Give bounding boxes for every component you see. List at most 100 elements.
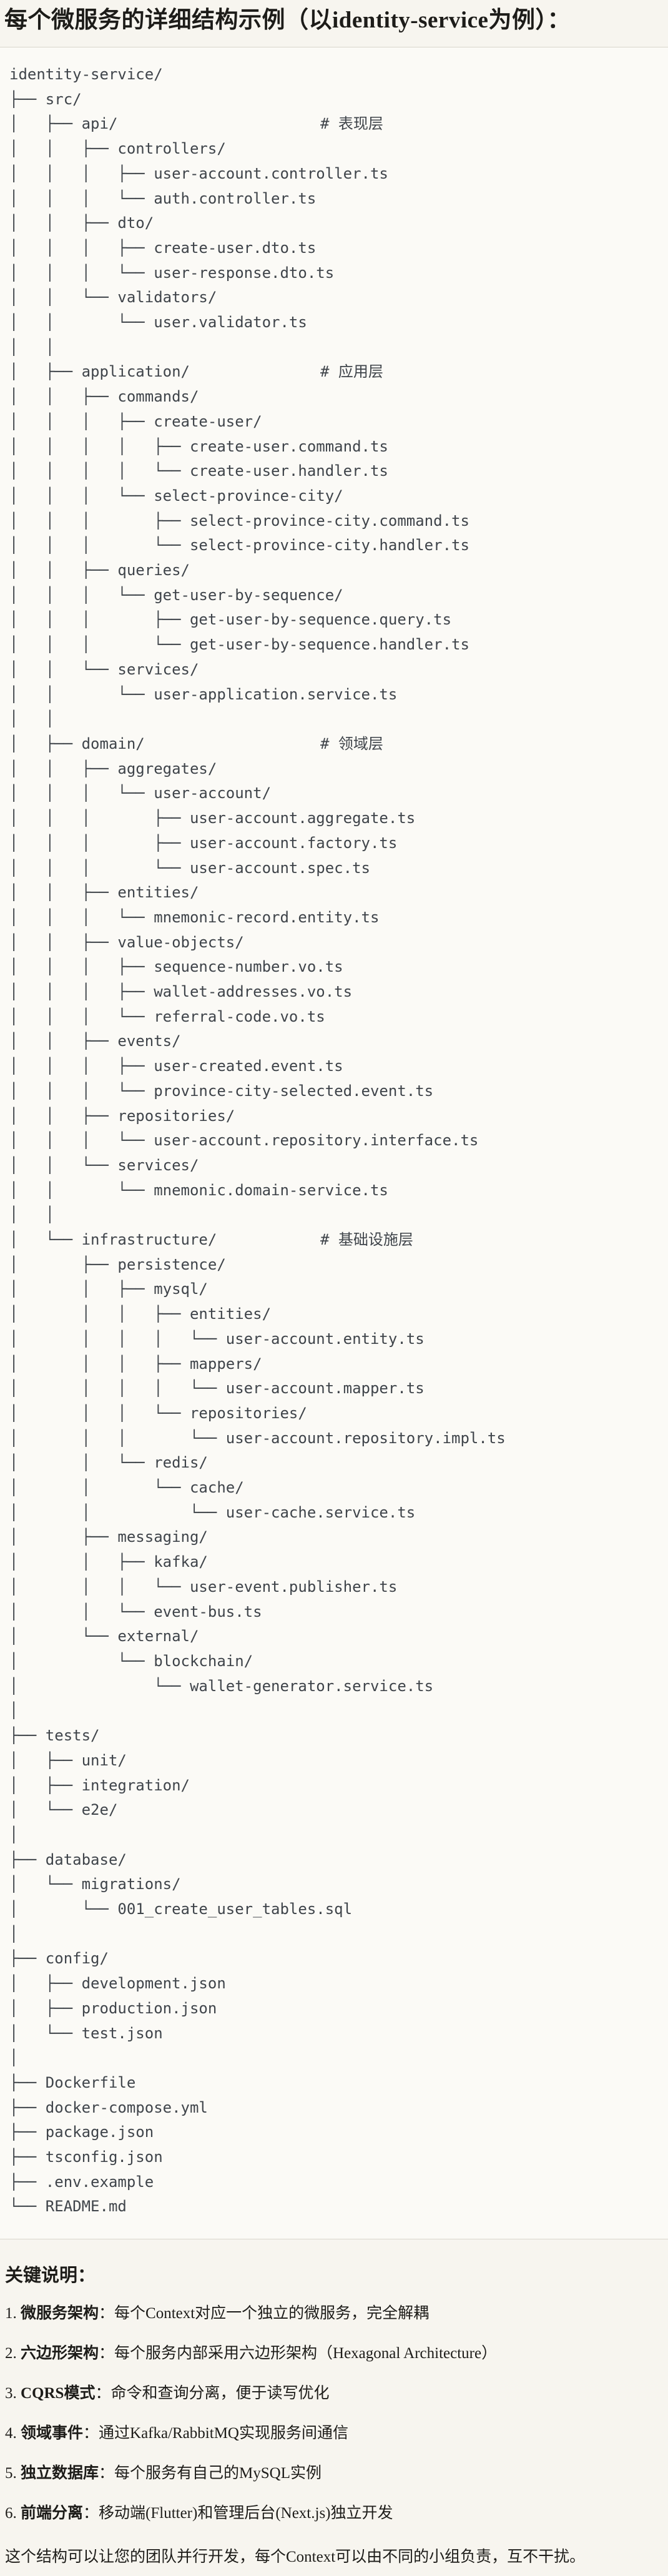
tree-line: │ └── e2e/: [9, 1798, 663, 1823]
tree-line: │ │ │ └── get-user-by-sequence.handler.t…: [9, 633, 663, 658]
tree-line: │ │ ├── aggregates/: [9, 757, 663, 782]
tree-line: │ │ └── event-bus.ts: [9, 1600, 663, 1625]
tree-line: │ │ │ └── province-city-selected.event.t…: [9, 1079, 663, 1104]
tree-line-text: │ ├── api/: [9, 115, 118, 133]
tree-line: │ │: [9, 707, 663, 732]
tree-line-text: │ │ │ └── user-account.repository.impl.t…: [9, 1429, 506, 1447]
tree-line: │: [9, 1823, 663, 1848]
tree-line: │ ├── api/ # 表现层: [9, 112, 663, 137]
tree-line-text: │: [9, 2049, 19, 2067]
page-title: 每个微服务的详细结构示例（以identity-service为例）：: [4, 7, 571, 33]
note-number: 2.: [5, 2345, 21, 2362]
tree-line: │ │ │ └── repositories/: [9, 1401, 663, 1426]
tree-line: │ │ │ ├── entities/: [9, 1302, 663, 1327]
tree-line: ├── .env.example: [9, 2170, 663, 2195]
tree-line-text: │ │ │ │ └── create-user.handler.ts: [9, 462, 388, 480]
note-desc: ：每个服务有自己的MySQL实例: [99, 2465, 322, 2482]
tree-line-text: │ │ ├── mysql/: [9, 1280, 208, 1298]
tree-line-text: │ └── infrastructure/: [9, 1231, 217, 1249]
tree-line-text: │ └── wallet-generator.service.ts: [9, 1677, 434, 1695]
tree-line-text: │ │ │ ├── get-user-by-sequence.query.ts: [9, 611, 452, 629]
tree-comment: # 基础设施层: [320, 1231, 413, 1249]
tree-line: ├── Dockerfile: [9, 2071, 663, 2096]
tree-line-text: │: [9, 1702, 19, 1720]
tree-line-text: │ │: [9, 1206, 55, 1224]
tree-line-text: ├── .env.example: [9, 2173, 154, 2191]
tree-line-text: │ ├── unit/: [9, 1751, 127, 1769]
tree-line: │: [9, 1922, 663, 1947]
note-item: 4. 领域事件：通过Kafka/RabbitMQ实现服务间通信: [5, 2423, 662, 2444]
tree-line: │: [9, 2046, 663, 2071]
note-desc: ：移动端(Flutter)和管理后台(Next.js)独立开发: [83, 2505, 393, 2522]
note-desc: ：每个服务内部采用六边形架构（Hexagonal Architecture）: [99, 2345, 498, 2362]
note-item: 3. CQRS模式：命令和查询分离，便于读写优化: [5, 2383, 662, 2404]
tree-line: │ ├── production.json: [9, 1996, 663, 2021]
tree-line-text: │ └── e2e/: [9, 1801, 118, 1819]
tree-line-text: │ │ └── user-cache.service.ts: [9, 1503, 416, 1521]
note-term: 独立数据库: [21, 2465, 99, 2482]
tree-line: │ │ │ └── select-province-city.handler.t…: [9, 533, 663, 558]
tree-line-text: │ │ │ └── repositories/: [9, 1404, 307, 1422]
tree-line: │ │ │ └── user-account.repository.impl.t…: [9, 1426, 663, 1451]
note-desc: ：每个Context对应一个独立的微服务，完全解耦: [99, 2305, 430, 2322]
tree-line: │ │ └── user-cache.service.ts: [9, 1501, 663, 1526]
tree-line-text: │ │ │ ├── user-account.controller.ts: [9, 164, 388, 182]
tree-line-text: │ │ ├── controllers/: [9, 140, 226, 158]
tree-line-text: │: [9, 1925, 19, 1943]
tree-line: │ │ │ ├── create-user/: [9, 410, 663, 435]
tree-line-text: │ ├── application/: [9, 363, 190, 381]
note-number: 3.: [5, 2385, 21, 2402]
tree-line: │ └── blockchain/: [9, 1649, 663, 1674]
tree-line: │ ├── integration/: [9, 1774, 663, 1799]
tree-line: │ └── migrations/: [9, 1872, 663, 1897]
tree-line: │ │ ├── kafka/: [9, 1550, 663, 1575]
tree-line: │ │ └── user.validator.ts: [9, 310, 663, 335]
tree-line: │ │ │ ├── user-created.event.ts: [9, 1054, 663, 1079]
tree-line: │ │ │ └── user-account.repository.interf…: [9, 1128, 663, 1153]
tree-line-text: │ │ │ ├── select-province-city.command.t…: [9, 511, 469, 530]
tree-line: ├── tsconfig.json: [9, 2145, 663, 2170]
note-desc: ：命令和查询分离，便于读写优化: [95, 2385, 330, 2402]
tree-line: ├── package.json: [9, 2120, 663, 2145]
tree-line-text: │ └── test.json: [9, 2024, 163, 2042]
note-term: 微服务架构: [21, 2305, 99, 2322]
tree-line: │ ├── domain/# 领域层: [9, 732, 663, 757]
tree-line-text: │ │ ├── dto/: [9, 214, 154, 232]
tree-line-text: │ │ ├── repositories/: [9, 1107, 235, 1125]
tree-line-text: │ │ │ └── get-user-by-sequence/: [9, 586, 343, 604]
tree-line-text: │ │ │ └── auth.controller.ts: [9, 189, 317, 207]
tree-line-text: │ └── 001_create_user_tables.sql: [9, 1900, 353, 1918]
tree-line: │ │ │ └── user-response.dto.ts: [9, 261, 663, 286]
tree-line: │ │ │ └── get-user-by-sequence/: [9, 583, 663, 608]
tree-line-text: ├── docker-compose.yml: [9, 2098, 208, 2116]
notes-heading: 关键说明：: [5, 2266, 96, 2286]
tree-line: │ │ │ ├── select-province-city.command.t…: [9, 509, 663, 534]
tree-line: │ ├── unit/: [9, 1749, 663, 1774]
tree-line-text: ├── tsconfig.json: [9, 2148, 163, 2166]
tree-line: │ │ │ └── user-account/: [9, 781, 663, 806]
tree-line: │ │ └── cache/: [9, 1476, 663, 1501]
tree-line-text: │ ├── production.json: [9, 1999, 217, 2017]
tree-line: │ │ ├── events/: [9, 1029, 663, 1054]
tree-line-text: │ │ └── cache/: [9, 1479, 244, 1497]
tree-line: │ │ │ ├── user-account.controller.ts: [9, 162, 663, 187]
tree-line: │ └── 001_create_user_tables.sql: [9, 1897, 663, 1922]
tree-line-text: identity-service/: [9, 66, 163, 83]
tree-line-text: │ │ └── validators/: [9, 289, 217, 307]
tree-line: │ │ │ │ ├── create-user.command.ts: [9, 435, 663, 460]
tree-comment: # 表现层: [320, 115, 383, 133]
tree-line-text: │ │ ├── events/: [9, 1032, 181, 1050]
tree-line-text: │ ├── persistence/: [9, 1255, 226, 1273]
tree-line-text: │ │ │ └── referral-code.vo.ts: [9, 1007, 325, 1025]
tree-line: │ │ │ ├── user-account.factory.ts: [9, 831, 663, 856]
note-item: 1. 微服务架构：每个Context对应一个独立的微服务，完全解耦: [5, 2303, 662, 2324]
tree-line-text: └── README.md: [9, 2198, 127, 2216]
tree-line: │ ├── application/# 应用层: [9, 360, 663, 385]
tree-line: └── README.md: [9, 2194, 663, 2219]
tree-line-text: │: [9, 1825, 19, 1843]
tree-line: │ │ │ ├── user-account.aggregate.ts: [9, 806, 663, 831]
tree-line-text: │ │ └── services/: [9, 660, 199, 678]
tree-line: │ │ │ └── referral-code.vo.ts: [9, 1005, 663, 1030]
tree-line: │ │ │ ├── sequence-number.vo.ts: [9, 955, 663, 980]
